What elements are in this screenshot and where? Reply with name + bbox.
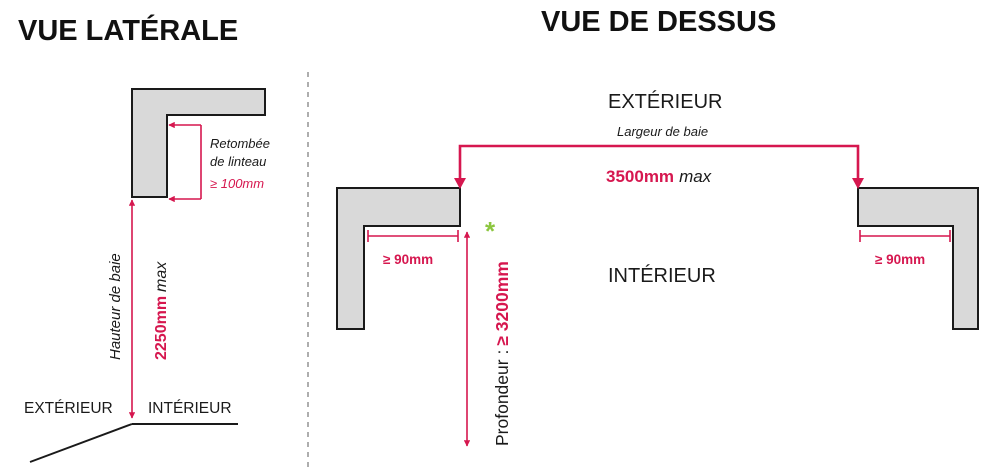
top-view-title: VUE DE DESSUS: [541, 6, 776, 38]
width-label: Largeur de baie: [617, 124, 708, 139]
lintel-value: ≥ 100mm: [210, 176, 264, 191]
right-return-label: ≥ 90mm: [875, 252, 925, 267]
width-value: 3500mm max: [606, 167, 712, 186]
side-exterior-label: EXTÉRIEUR: [24, 400, 113, 417]
lintel-label-1: Retombée: [210, 136, 270, 151]
height-value: 2250mm max: [153, 261, 170, 360]
depth-label: Profondeur :: [492, 350, 512, 446]
side-view-title: VUE LATÉRALE: [18, 13, 238, 47]
width-value-bold: 3500mm: [606, 167, 674, 186]
height-value-bold: 2250mm: [153, 296, 170, 360]
height-value-unit: max: [153, 261, 170, 292]
width-value-unit: max: [679, 167, 712, 186]
depth-value: Profondeur : ≥ 3200mm: [492, 261, 512, 446]
top-exterior-label: EXTÉRIEUR: [608, 90, 722, 113]
lintel-wall: [131, 88, 266, 198]
depth-value-bold: ≥ 3200mm: [492, 261, 512, 346]
left-return-label: ≥ 90mm: [383, 252, 433, 267]
right-wall: [857, 187, 979, 330]
depth-asterisk: *: [485, 216, 496, 246]
side-floor-slope: [29, 423, 133, 463]
height-label: Hauteur de baie: [107, 253, 124, 360]
lintel-label-2: de linteau: [210, 154, 266, 169]
width-dimension-line: [458, 144, 860, 183]
side-interior-label: INTÉRIEUR: [148, 400, 232, 417]
width-arrow-right: [852, 178, 864, 189]
top-interior-label: INTÉRIEUR: [608, 264, 716, 287]
width-arrow-left: [454, 178, 466, 189]
